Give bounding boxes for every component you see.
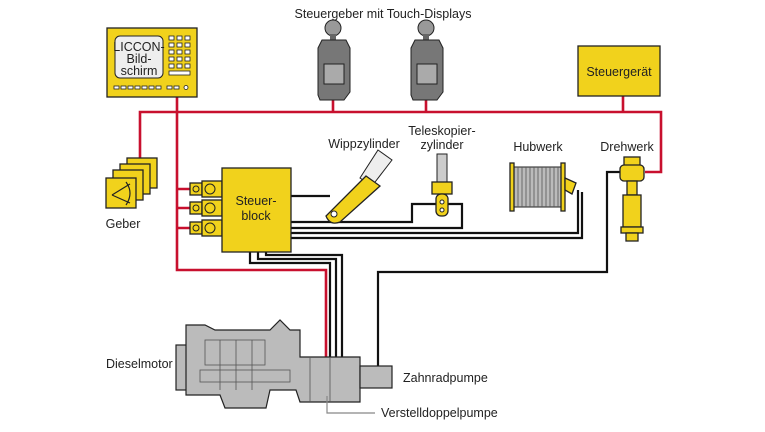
hoist-label: Hubwerk <box>513 140 563 154</box>
diesel-engine: Dieselmotor <box>106 319 361 409</box>
liccon-label: schirm <box>121 64 158 78</box>
liccon-label: LICCON- <box>113 40 164 54</box>
hydraulic-lines <box>248 170 620 366</box>
control-unit-label: Steuergerät <box>586 65 652 79</box>
joystick-left <box>317 19 351 101</box>
hoist: Hubwerk <box>509 140 577 212</box>
variable-double-pump-label: Verstelldoppelpumpe <box>381 406 498 420</box>
liccon-screen: LICCON- Bild- schirm <box>106 27 198 98</box>
gear-pump: Zahnradpumpe <box>359 365 488 389</box>
luffing-cylinder: Wippzylinder <box>325 137 400 224</box>
diesel-engine-label: Dieselmotor <box>106 357 173 371</box>
sensor-label: Geber <box>106 217 141 231</box>
valve-block-label: block <box>241 209 271 223</box>
slewing-gear-label: Drehwerk <box>600 140 654 154</box>
control-unit: Steuergerät <box>577 45 661 97</box>
luffing-cylinder-label: Wippzylinder <box>328 137 400 151</box>
telescoping-cylinder: Teleskopier- zylinder <box>408 124 476 217</box>
variable-double-pump: Verstelldoppelpumpe <box>326 396 498 420</box>
gear-pump-label: Zahnradpumpe <box>403 371 488 385</box>
telescoping-cylinder-label: Teleskopier- <box>408 124 475 138</box>
signal-lines <box>138 96 663 360</box>
sensor: Geber <box>105 157 158 231</box>
liccon-label: Bild- <box>126 52 151 66</box>
valve-block: Steuer- block <box>189 167 292 253</box>
telescoping-cylinder-label: zylinder <box>420 138 463 152</box>
valve-block-label: Steuer- <box>236 194 277 208</box>
joysticks-label: Steuergeber mit Touch-Displays <box>295 7 472 21</box>
joystick-right <box>410 19 444 101</box>
slewing-gear: Drehwerk <box>600 140 654 242</box>
